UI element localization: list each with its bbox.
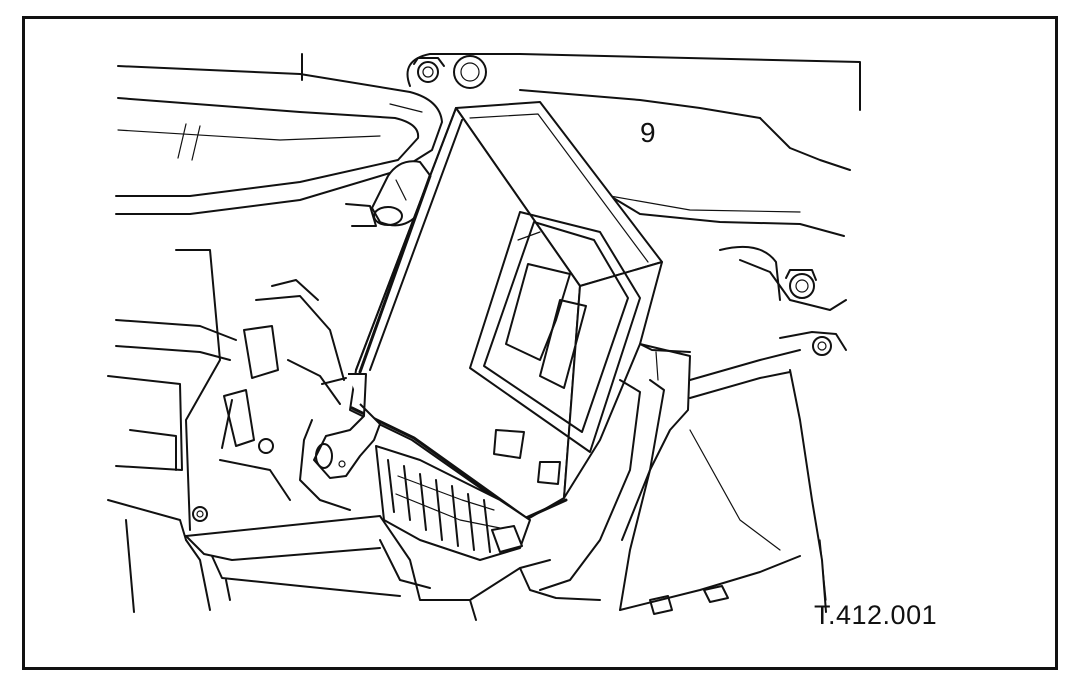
left-clip-assembly [220, 280, 344, 500]
electronic-control-module [350, 102, 662, 520]
mounting-bolt-right [690, 247, 846, 398]
wiring-harness-connector [376, 446, 530, 588]
mounting-bolt-top [408, 54, 521, 88]
figure-border [22, 16, 1058, 670]
module-mounting-bracket [300, 374, 380, 510]
callout-number-9: 9 [640, 117, 656, 148]
right-upper-panel [520, 54, 860, 236]
centre-support-bracket [540, 344, 690, 590]
figure-reference-code: T.412.001 [814, 600, 938, 630]
left-side-panel [108, 250, 236, 612]
dashboard-upper-beam [116, 66, 442, 214]
callout-marker-label: 1 [0, 0, 1, 1]
lower-storage-tray [186, 516, 600, 620]
right-lower-console [620, 344, 826, 614]
